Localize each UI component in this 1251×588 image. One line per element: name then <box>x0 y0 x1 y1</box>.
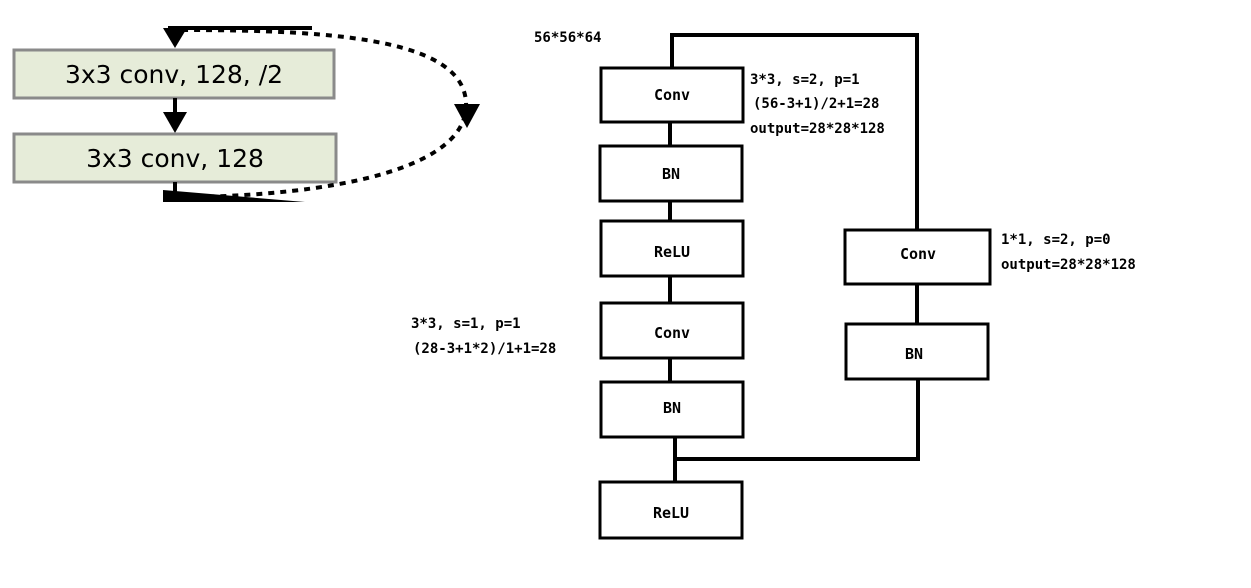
main-conv1-box <box>599 66 745 124</box>
inner-arrow-icon <box>163 112 187 133</box>
shortcut-merge-line <box>675 379 920 461</box>
shortcut-conv-box <box>843 228 992 286</box>
conv-3x3-128-stride2-label: 3x3 conv, 128, /2 <box>65 60 283 89</box>
shortcut-conv-label: Conv <box>900 245 936 263</box>
conv1-params-note: 3*3, s=2, p=1 <box>750 72 860 88</box>
shortcut-params-note: 1*1, s=2, p=0 <box>1001 232 1111 248</box>
input-shape-label: 56*56*64 <box>534 30 601 46</box>
main-bn2-label: BN <box>663 399 681 417</box>
main-bn2-box <box>599 380 745 439</box>
compact-residual-block: 3x3 conv, 128, /2 3x3 conv, 128 <box>12 26 480 202</box>
input-split-line <box>670 33 919 230</box>
shortcut-path: Conv BN <box>843 228 992 381</box>
conv1-output-note: output=28*28*128 <box>750 121 885 137</box>
output-relu-label: ReLU <box>653 504 689 522</box>
annotations: 3*3, s=2, p=1 (56-3+1)/2+1=28 output=28*… <box>411 72 1136 357</box>
main-conv2-box <box>599 301 745 360</box>
main-relu1-box <box>599 219 745 278</box>
conv-3x3-128-label: 3x3 conv, 128 <box>86 144 264 173</box>
conv1-calc-note: (56-3+1)/2+1=28 <box>753 96 879 112</box>
conv-3x3-128-box <box>12 132 338 184</box>
shortcut-output-note: output=28*28*128 <box>1001 257 1136 273</box>
conv2-params-note: 3*3, s=1, p=1 <box>411 316 521 332</box>
main-relu1-label: ReLU <box>654 243 690 261</box>
main-bn1-box <box>598 144 744 203</box>
main-path: Conv BN ReLU Conv BN ReLU <box>598 66 745 540</box>
output-relu-box <box>598 480 744 540</box>
conv-3x3-128-stride2-box <box>12 48 336 100</box>
conv2-calc-note: (28-3+1*2)/1+1=28 <box>413 341 556 357</box>
shortcut-bn-label: BN <box>905 345 923 363</box>
main-conv1-label: Conv <box>654 86 690 104</box>
shortcut-bn-box <box>844 322 990 381</box>
main-conv2-label: Conv <box>654 324 690 342</box>
connection-lines <box>668 33 920 482</box>
dashed-shortcut-arrow-icon <box>454 104 480 128</box>
input-arrow-icon <box>163 28 187 48</box>
main-bn1-label: BN <box>662 165 680 183</box>
